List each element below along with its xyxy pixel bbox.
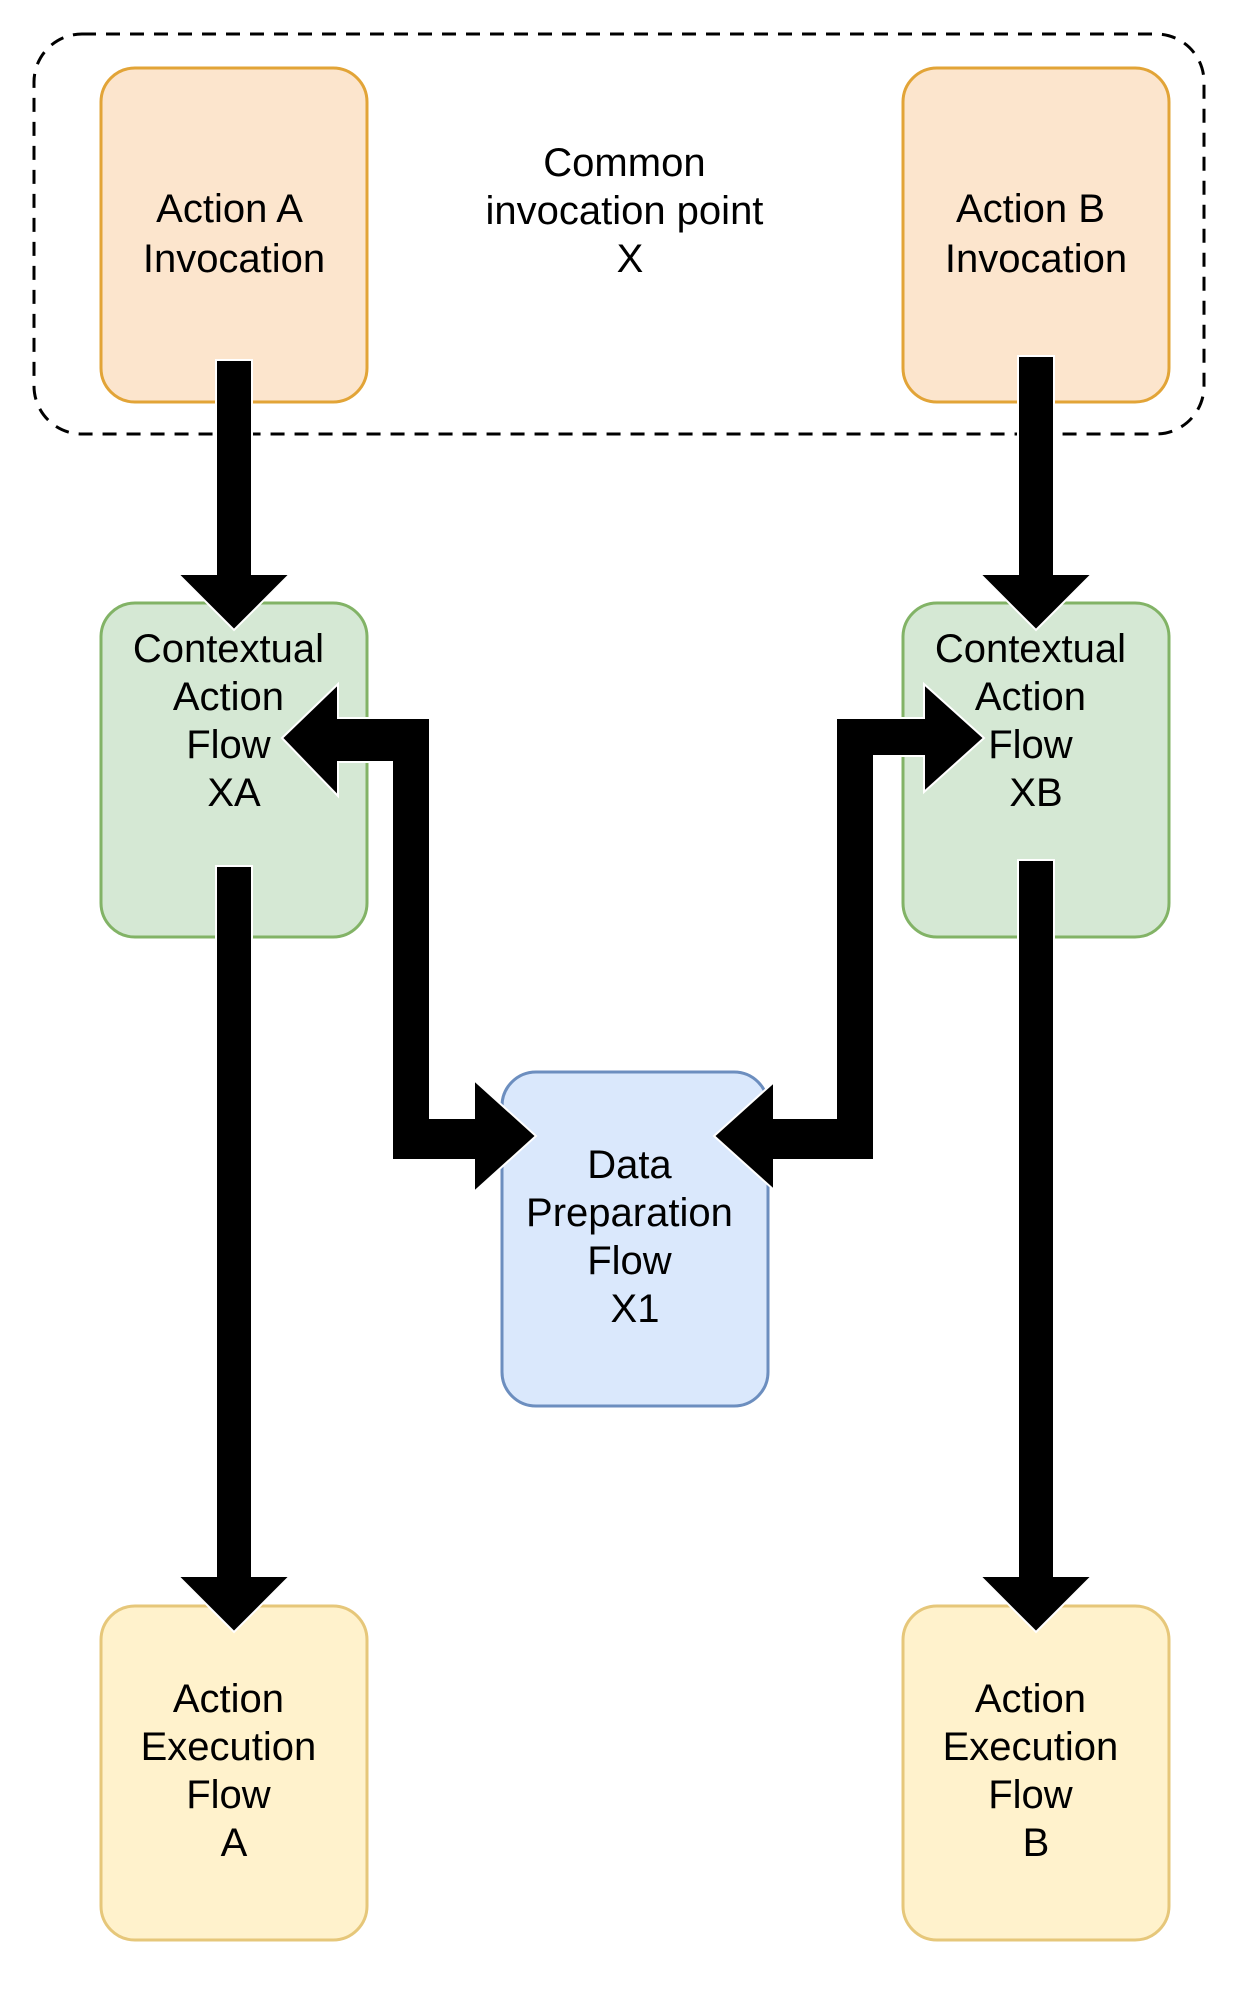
action-a-invocation-node[interactable] [99,66,369,404]
arrow-xb-to-x1-bidirectional [712,681,986,1193]
common-invocation-label: Common invocation point X [485,141,774,281]
common-invocation-group [32,32,1206,436]
data-prep-flow-x1-label: Data Preparation Flow X1 [526,1143,744,1331]
data-prep-flow-x1-node[interactable] [500,1070,770,1408]
arrow-xa-to-execution-a [175,865,293,1634]
execution-flow-a-label: Action Execution Flow A [141,1677,328,1865]
action-a-invocation-label: Action A Invocation [143,187,325,281]
arrow-invocation-a-to-xa [175,359,293,632]
execution-flow-b-label: Action Execution Flow B [943,1677,1130,1865]
action-b-invocation-node[interactable] [901,66,1171,404]
action-b-invocation-label: Action B Invocation [945,187,1127,281]
arrow-xa-to-x1-bidirectional [280,681,538,1195]
arrow-invocation-b-to-xb [977,355,1095,632]
contextual-flow-xa-label: Contextual Action Flow XA [133,627,335,815]
contextual-flow-xb-label: Contextual Action Flow XB [935,627,1137,815]
arrow-xb-to-execution-b [977,859,1095,1634]
